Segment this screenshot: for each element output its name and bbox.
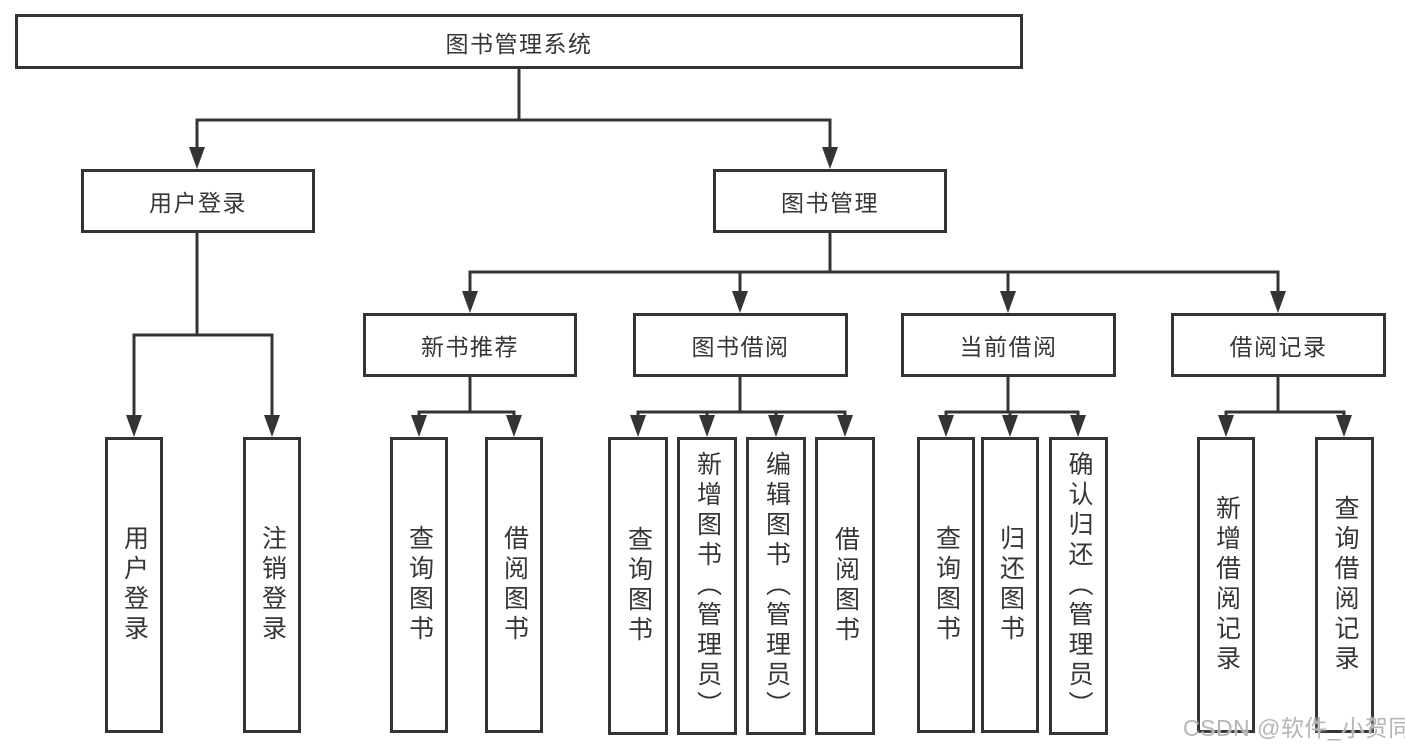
node-label: 查询借阅记录 <box>1331 495 1359 675</box>
arrowhead-icon <box>768 415 784 437</box>
arrowhead-icon <box>126 415 142 437</box>
node-leaf-add-book-admin: 新增图书（管理员） <box>677 437 737 735</box>
node-leaf-return-book: 归还图书 <box>981 437 1039 733</box>
node-label: 新增图书（管理员） <box>693 451 722 721</box>
arrowhead-icon <box>264 415 280 437</box>
node-leaf-query-books-3: 查询图书 <box>917 437 975 733</box>
node-label: 借阅图书 <box>831 526 860 646</box>
arrowhead-icon <box>1336 415 1352 437</box>
node-book-borrowing: 图书借阅 <box>633 313 848 377</box>
arrowhead-icon <box>506 415 522 437</box>
node-label: 新增借阅记录 <box>1212 495 1241 675</box>
node-current-borrowing: 当前借阅 <box>901 313 1116 377</box>
node-user-login: 用户登录 <box>81 169 315 233</box>
node-leaf-query-borrow-record: 查询借阅记录 <box>1315 437 1374 733</box>
arrowhead-icon <box>699 415 715 437</box>
node-label: 归还图书 <box>996 525 1025 645</box>
node-new-book-recommend: 新书推荐 <box>363 313 577 377</box>
node-leaf-logout: 注销登录 <box>243 437 301 733</box>
arrowhead-icon <box>732 291 748 313</box>
watermark-text: CSDN @软件_小贺同学 <box>1183 715 1405 741</box>
node-book-management: 图书管理 <box>713 169 947 233</box>
node-leaf-borrow-books-1: 借阅图书 <box>485 437 543 733</box>
arrowhead-icon <box>1070 415 1086 437</box>
node-leaf-confirm-return-admin: 确认归还（管理员） <box>1049 437 1108 735</box>
arrowhead-icon <box>630 415 646 437</box>
node-label: 借阅图书 <box>500 525 529 645</box>
node-library-system: 图书管理系统 <box>15 14 1023 69</box>
node-leaf-query-books-2: 查询图书 <box>608 437 668 735</box>
node-label: 查询图书 <box>932 525 961 645</box>
node-label: 用户登录 <box>120 525 149 645</box>
node-leaf-add-borrow-record: 新增借阅记录 <box>1197 437 1255 733</box>
node-leaf-borrow-books-2: 借阅图书 <box>815 437 875 735</box>
arrowhead-icon <box>837 415 853 437</box>
arrowhead-icon <box>1000 291 1016 313</box>
arrowheads <box>126 147 1352 437</box>
arrowhead-icon <box>189 147 205 169</box>
node-label: 查询图书 <box>405 525 434 645</box>
node-label: 编辑图书（管理员） <box>762 451 791 721</box>
node-label: 确认归还（管理员） <box>1065 451 1093 721</box>
node-borrow-records: 借阅记录 <box>1171 313 1386 377</box>
node-label: 注销登录 <box>258 525 287 645</box>
node-leaf-user-login: 用户登录 <box>105 437 163 733</box>
connector-paths <box>132 69 1346 418</box>
arrowhead-icon <box>1002 415 1018 437</box>
node-leaf-query-books-1: 查询图书 <box>390 437 448 733</box>
arrowhead-icon <box>938 415 954 437</box>
arrowhead-icon <box>462 291 478 313</box>
arrowhead-icon <box>822 147 838 169</box>
node-leaf-edit-book-admin: 编辑图书（管理员） <box>746 437 806 735</box>
node-label: 查询图书 <box>624 526 653 646</box>
arrowhead-icon <box>1270 291 1286 313</box>
arrowhead-icon <box>411 415 427 437</box>
arrowhead-icon <box>1218 415 1234 437</box>
